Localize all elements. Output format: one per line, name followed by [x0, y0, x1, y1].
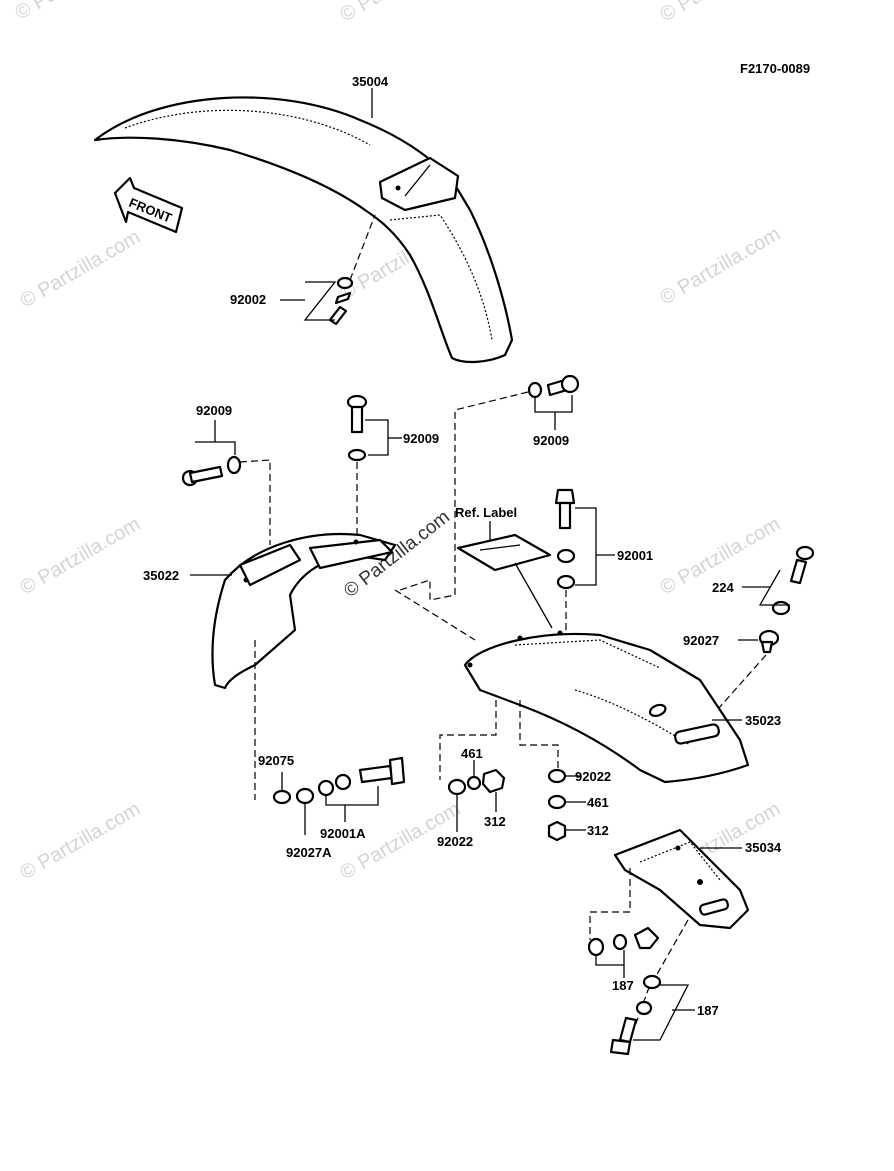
bolt-92001 — [554, 488, 615, 640]
label-224: 224 — [712, 580, 734, 595]
watermark: © Partzilla.com — [657, 0, 785, 26]
label-92001: 92001 — [617, 548, 653, 563]
label-461-right: 461 — [587, 795, 609, 810]
label-92009-center: 92009 — [403, 431, 439, 446]
label-92001A: 92001A — [320, 826, 366, 841]
label-92002: 92002 — [230, 292, 266, 307]
label-461-left: 461 — [461, 746, 483, 761]
watermark: © Partzilla.com — [17, 513, 145, 599]
tail-bracket-35034 — [589, 828, 750, 1041]
bolt-92009-left — [181, 420, 271, 545]
ref-label-text: Ref. Label — [455, 505, 517, 520]
watermark: © Partzilla.com — [17, 226, 145, 312]
label-35022: 35022 — [143, 568, 179, 583]
rear-fender-35023 — [394, 589, 750, 784]
diagram-code: F2170-0089 — [740, 61, 810, 76]
label-92027A: 92027A — [286, 845, 332, 860]
nut-group-right — [547, 768, 586, 842]
label-92075: 92075 — [258, 753, 294, 768]
front-fender-35004 — [93, 96, 514, 364]
label-92022-right: 92022 — [575, 769, 611, 784]
bolt-group-92001A — [272, 756, 406, 835]
label-187-lower: 187 — [697, 1003, 719, 1018]
bolt-187-upper — [587, 926, 660, 978]
label-35023: 35023 — [745, 713, 781, 728]
label-312-left: 312 — [484, 814, 506, 829]
label-312-right: 312 — [587, 823, 609, 838]
watermark: © Partzilla.com — [657, 223, 785, 309]
label-92027: 92027 — [683, 633, 719, 648]
label-92009-left: 92009 — [196, 403, 232, 418]
label-92009-right: 92009 — [533, 433, 569, 448]
bolt-187-lower — [609, 974, 695, 1056]
watermark: © Partzilla.com — [17, 798, 145, 884]
front-arrow-icon: FRONT — [113, 176, 184, 234]
watermark: © Partzilla.com — [337, 0, 465, 26]
label-35034: 35034 — [745, 840, 782, 855]
label-35004: 35004 — [352, 74, 389, 89]
bolt-set-92002 — [280, 214, 376, 326]
bolt-92009-center — [346, 394, 402, 535]
label-187-upper: 187 — [612, 978, 634, 993]
nut-group-left — [447, 760, 506, 832]
ref-label — [456, 521, 553, 629]
label-92022-left: 92022 — [437, 834, 473, 849]
inner-fender-35022 — [190, 533, 397, 800]
bolt-92009-right — [399, 374, 580, 601]
watermark: © Partzilla.com — [12, 0, 140, 24]
bolt-224 — [709, 545, 815, 719]
